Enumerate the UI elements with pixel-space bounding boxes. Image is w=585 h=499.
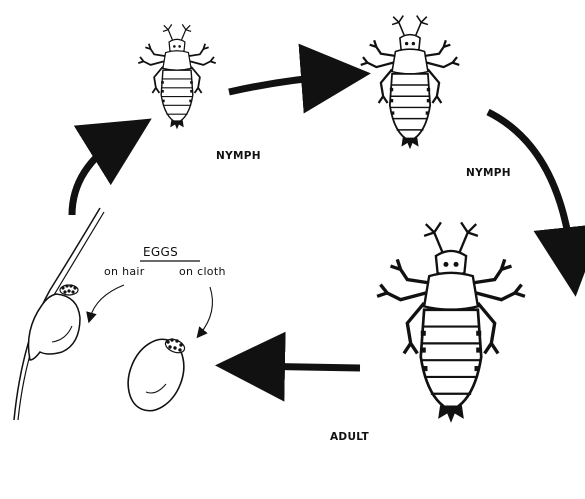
pointer-arrow-hair [90, 285, 124, 318]
nymph-label-1: NYMPH [216, 150, 261, 162]
egg-on-hair-icon [14, 208, 104, 420]
adult-label: ADULT [330, 431, 369, 443]
eggs-on-hair-label: on hair [104, 265, 145, 278]
pointer-arrow-cloth [200, 287, 212, 334]
nymph-label-2: NYMPH [466, 167, 511, 179]
louse-adult-icon [377, 222, 525, 420]
cycle-arrow-nymph-to-adult [488, 112, 572, 262]
cycle-arrow-adult-to-eggs [250, 366, 360, 368]
louse-nymph-small-icon [138, 24, 215, 128]
louse-nymph-medium-icon [361, 16, 460, 148]
eggs-heading: EGGS [143, 245, 178, 259]
eggs-on-cloth-label: on cloth [179, 265, 226, 278]
cycle-arrow-eggs-to-nymph [72, 137, 122, 215]
egg-on-cloth-icon [118, 331, 194, 419]
cycle-arrow-nymph-to-nymph [229, 76, 336, 92]
